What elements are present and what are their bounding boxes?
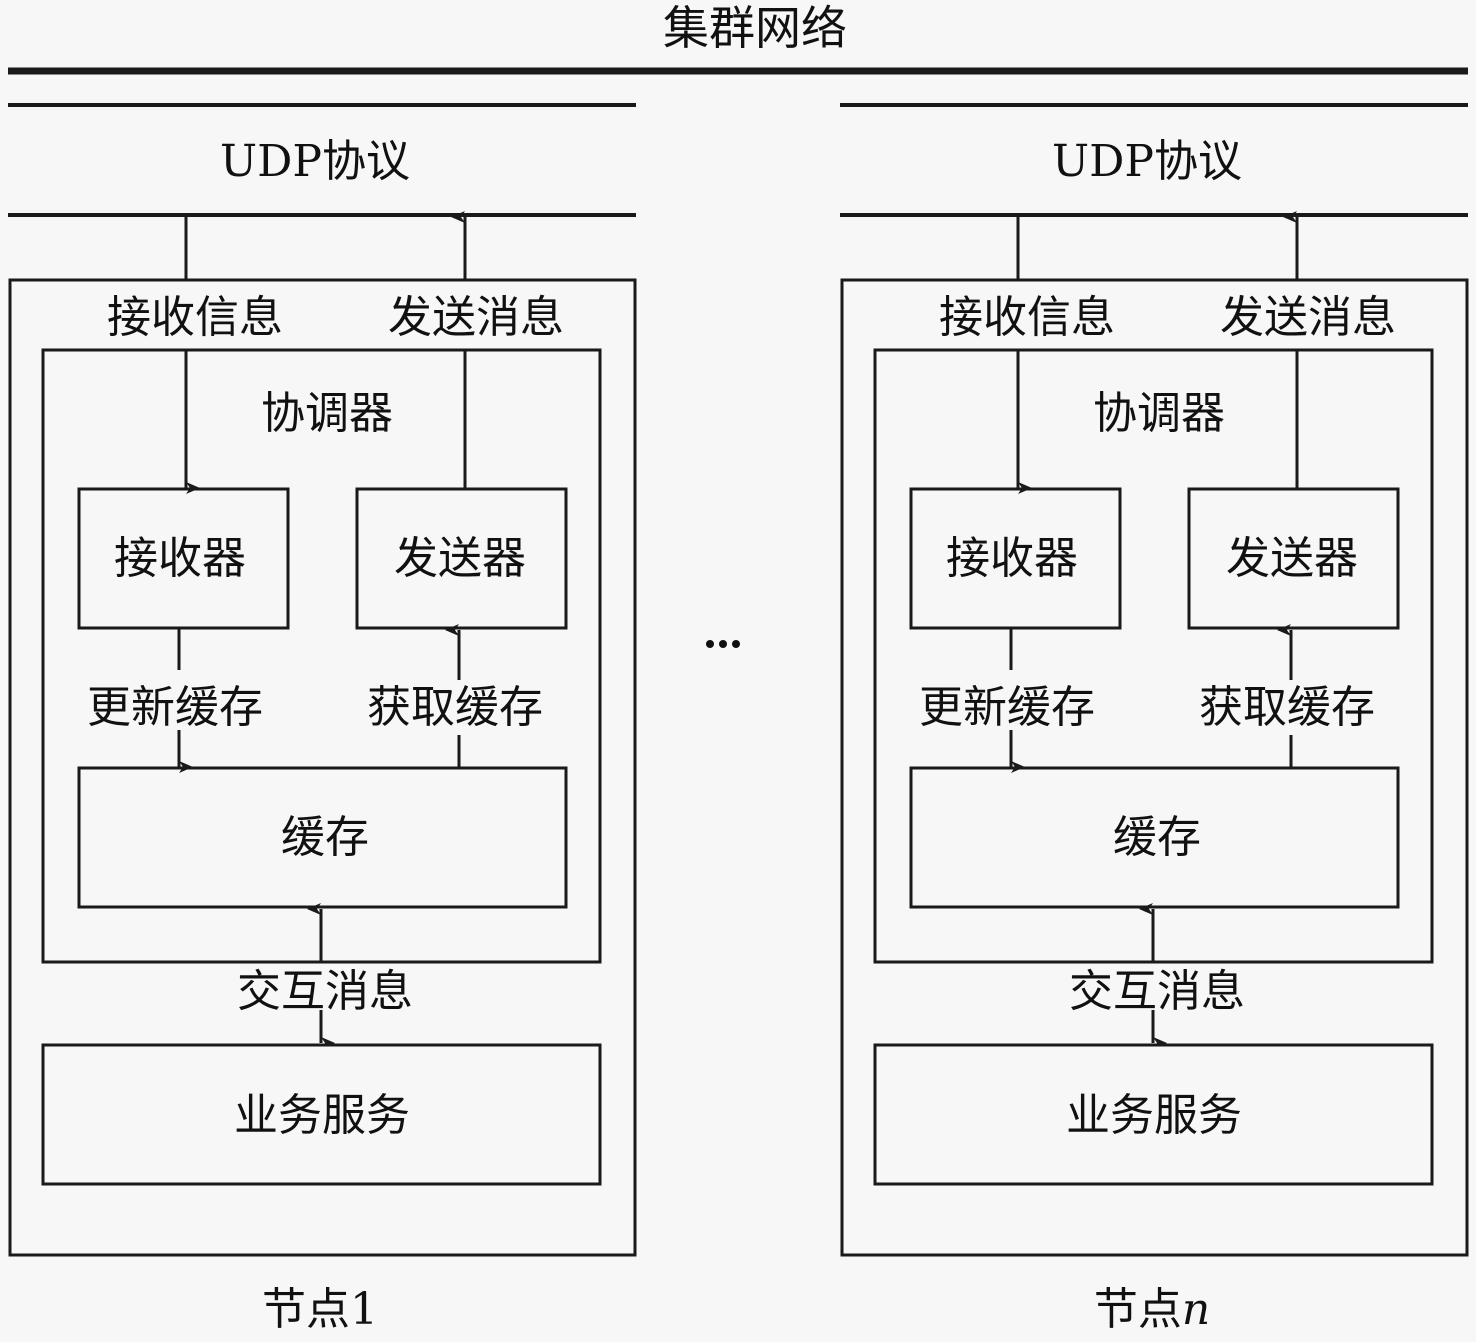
business-service-box xyxy=(41,1043,602,1186)
receiver-box xyxy=(909,487,1122,630)
send-message-label: 发送消息 xyxy=(1220,292,1396,343)
cache-label: 缓存 xyxy=(1113,812,1201,863)
send-message-label: 发送消息 xyxy=(388,292,564,343)
get-cache-label: 获取缓存 xyxy=(367,682,543,733)
udp-protocol-label: UDP协议 xyxy=(220,136,410,187)
interact-message-label: 交互消息 xyxy=(237,966,413,1017)
receiver-box xyxy=(77,487,290,630)
cache-label: 缓存 xyxy=(281,812,369,863)
receive-info-label: 接收信息 xyxy=(107,292,283,343)
business-service-label: 业务服务 xyxy=(1066,1090,1242,1141)
sender-box xyxy=(355,487,568,630)
ellipsis-dots xyxy=(706,640,740,648)
coordinator-label: 协调器 xyxy=(261,388,393,439)
sender-box xyxy=(1187,487,1400,630)
update-cache-label: 更新缓存 xyxy=(87,682,263,733)
business-service-label: 业务服务 xyxy=(234,1090,410,1141)
node-caption-label: 节点 xyxy=(1094,1284,1182,1335)
sender-label: 发送器 xyxy=(394,533,526,584)
sender-label: 发送器 xyxy=(1226,533,1358,584)
get-cache-label: 获取缓存 xyxy=(1199,682,1375,733)
node-caption-index: n xyxy=(1182,1284,1210,1335)
receiver-label: 接收器 xyxy=(114,533,246,584)
cluster-network-title: 集群网络 xyxy=(663,1,847,55)
node-caption-label: 节点 xyxy=(262,1284,350,1335)
cache-box xyxy=(77,766,568,909)
receiver-label: 接收器 xyxy=(946,533,1078,584)
udp-protocol-label: UDP协议 xyxy=(1052,136,1242,187)
node-caption: 节点n xyxy=(1094,1284,1210,1335)
cache-box xyxy=(909,766,1400,909)
interact-message-label: 交互消息 xyxy=(1069,966,1245,1017)
update-cache-label: 更新缓存 xyxy=(919,682,1095,733)
receive-info-label: 接收信息 xyxy=(939,292,1115,343)
business-service-box xyxy=(873,1043,1434,1186)
coordinator-label: 协调器 xyxy=(1093,388,1225,439)
node-caption-index: 1 xyxy=(350,1284,378,1335)
node-caption: 节点1 xyxy=(262,1284,378,1335)
